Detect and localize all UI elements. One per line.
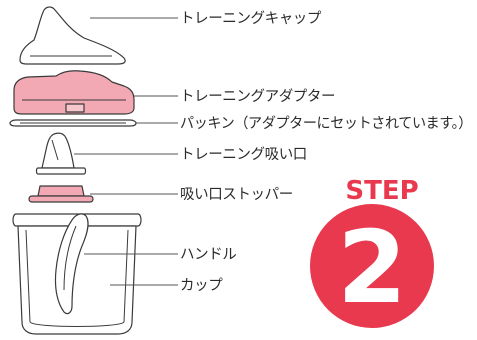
gasket-illustration: [9, 119, 137, 127]
label-training-cap: トレーニングキャップ: [180, 10, 322, 27]
spout-stopper-illustration: [28, 185, 94, 203]
training-adapter-illustration: [13, 70, 135, 115]
label-spout-stopper: 吸い口ストッパー: [180, 186, 293, 203]
training-cap-illustration: [19, 6, 126, 65]
label-cup: カップ: [180, 277, 223, 294]
cup-illustration: [12, 213, 142, 335]
training-spout-illustration: [35, 132, 87, 175]
step-circle: [310, 204, 434, 328]
label-handle: ハンドル: [180, 247, 236, 263]
label-training-spout: トレーニング吸い口: [180, 146, 307, 163]
step-number: 2: [337, 209, 407, 326]
label-training-adapter: トレーニングアダプター: [180, 88, 335, 105]
step-badge: STEP 2: [310, 176, 434, 328]
step-word: STEP: [345, 176, 418, 206]
label-gasket: パッキン（アダプターにセットされています。）: [180, 115, 472, 132]
